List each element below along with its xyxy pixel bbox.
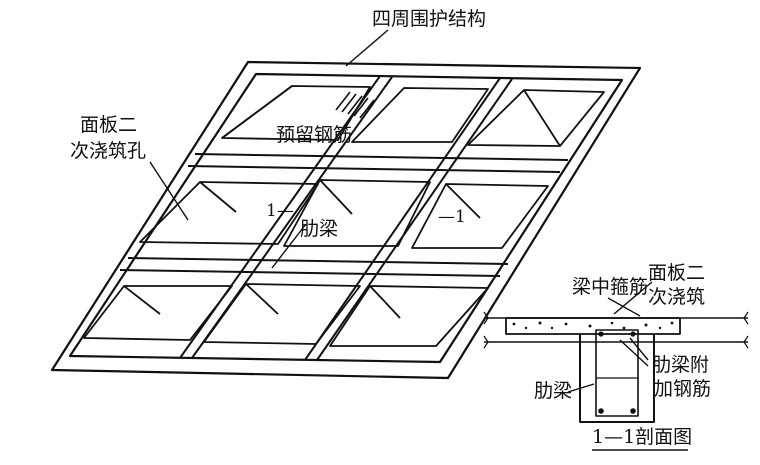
- panel-hollows: [83, 85, 605, 347]
- rib-beam-grid: [119, 75, 569, 361]
- label-reserved-rebar: 预留钢筋: [276, 124, 353, 146]
- label-section-mark-right: —1: [438, 207, 466, 227]
- label-extra-rebar-line1: 肋梁附: [652, 354, 710, 376]
- label-section-mark-left: 1—: [266, 201, 294, 221]
- topping-concrete-dots: [512, 321, 674, 414]
- label-stirrup: 梁中箍筋: [572, 276, 649, 298]
- label-rib-beam-top: 肋梁: [300, 218, 339, 240]
- label-extra-rebar-line2: 加钢筋: [654, 378, 712, 400]
- slab-outer-frame: [50, 60, 642, 380]
- label-panel-second-line2: 次浇筑: [648, 286, 706, 308]
- leader-lines: [149, 29, 653, 393]
- label-rib-beam-section: 肋梁: [534, 380, 573, 402]
- label-panel-hole-line2: 次浇筑孔: [70, 140, 147, 162]
- label-enclosure: 四周围护结构: [372, 8, 487, 30]
- section-detail: [483, 311, 749, 423]
- label-section-title: 1—1剖面图: [592, 426, 693, 448]
- reserved-rebar-marks: [335, 91, 375, 119]
- label-panel-hole-line1: 面板二: [80, 114, 138, 136]
- label-panel-second-line1: 面板二: [648, 262, 706, 284]
